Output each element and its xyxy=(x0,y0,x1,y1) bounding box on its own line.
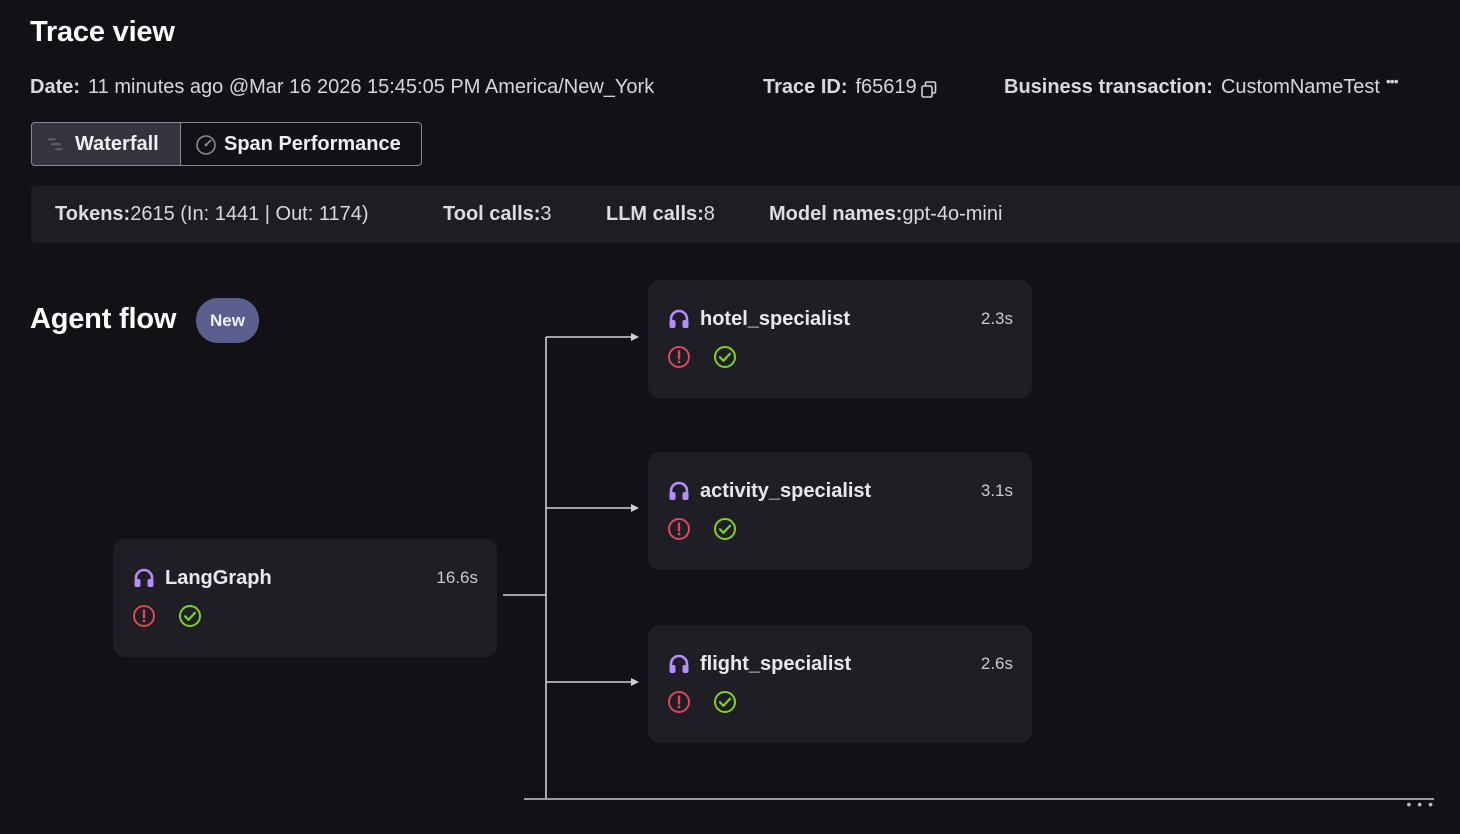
tokens-stat: Tokens:2615 (In: 1441 | Out: 1174) xyxy=(55,203,369,226)
agent-node-name: activity_specialist xyxy=(700,480,872,502)
agent-node-duration: 2.6s xyxy=(980,654,1013,673)
tool-calls-stat: Tool calls:3 xyxy=(443,203,552,226)
agent-node-activity-specialist[interactable]: activity_specialist 3.1s xyxy=(648,452,1032,570)
error-alert-icon xyxy=(667,345,691,369)
tool-calls-value: 3 xyxy=(540,203,552,225)
agent-node-name: LangGraph xyxy=(165,567,272,589)
business-label: Business transaction: xyxy=(1004,76,1213,98)
arrow-head-icon xyxy=(631,504,639,512)
success-check-icon xyxy=(178,604,202,628)
tab-span-performance[interactable]: Span Performance xyxy=(181,123,421,165)
agent-flow-title: Agent flow xyxy=(30,303,177,335)
waterfall-icon xyxy=(46,134,66,154)
model-names-stat: Model names:gpt-4o-mini xyxy=(769,203,1002,226)
llm-calls-label: LLM calls: xyxy=(606,203,704,225)
model-names-value: gpt-4o-mini xyxy=(902,203,1003,225)
success-check-icon xyxy=(713,690,737,714)
agent-node-duration: 16.6s xyxy=(436,568,478,587)
trace-id: Trace ID: f65619 xyxy=(763,76,937,99)
tab-span-performance-label: Span Performance xyxy=(224,132,401,155)
business-value: CustomNameTest xyxy=(1220,76,1380,98)
agent-headset-icon xyxy=(133,568,155,590)
trace-id-value: f65619 xyxy=(855,76,917,98)
horizontal-scrollbar[interactable] xyxy=(524,798,1434,800)
view-tabs: Waterfall Span Performance xyxy=(31,122,422,166)
success-check-icon xyxy=(713,345,737,369)
tool-calls-label: Tool calls: xyxy=(443,203,541,225)
agent-node-hotel-specialist[interactable]: hotel_specialist 2.3s xyxy=(648,280,1032,398)
agent-node-name: flight_specialist xyxy=(700,653,852,675)
date-value: 11 minutes ago @Mar 16 2026 15:45:05 PM … xyxy=(88,76,655,98)
agent-headset-icon xyxy=(668,481,690,503)
more-options-icon[interactable]: ••• xyxy=(1385,72,1399,89)
business-transaction: Business transaction: CustomNameTest ••• xyxy=(1004,72,1399,99)
llm-calls-stat: LLM calls:8 xyxy=(606,203,715,226)
agent-headset-icon xyxy=(668,654,690,676)
resize-handle-icon[interactable]: • • • xyxy=(1406,796,1434,812)
page-title: Trace view xyxy=(30,16,175,48)
tab-waterfall-label: Waterfall xyxy=(75,132,159,155)
date-label: Date: xyxy=(30,76,81,98)
tokens-label: Tokens: xyxy=(55,203,131,225)
arrow-head-icon xyxy=(631,333,639,341)
gauge-icon xyxy=(195,134,216,155)
success-check-icon xyxy=(713,517,737,541)
trace-stats-bar: Tokens:2615 (In: 1441 | Out: 1174) Tool … xyxy=(31,186,1460,243)
arrow-head-icon xyxy=(631,678,639,686)
tokens-value: 2615 (In: 1441 | Out: 1174) xyxy=(130,203,369,225)
new-badge: New xyxy=(196,298,259,343)
error-alert-icon xyxy=(667,690,691,714)
model-names-label: Model names: xyxy=(769,203,903,225)
agent-headset-icon xyxy=(668,309,690,331)
tab-waterfall[interactable]: Waterfall xyxy=(32,123,181,165)
error-alert-icon xyxy=(132,604,156,628)
llm-calls-value: 8 xyxy=(703,203,715,225)
error-alert-icon xyxy=(667,517,691,541)
agent-node-name: hotel_specialist xyxy=(700,308,851,330)
trace-date: Date: 11 minutes ago @Mar 16 2026 15:45:… xyxy=(30,76,654,99)
copy-icon[interactable] xyxy=(920,80,937,99)
agent-node-langgraph[interactable]: LangGraph 16.6s xyxy=(113,539,497,657)
agent-node-flight-specialist[interactable]: flight_specialist 2.6s xyxy=(648,625,1032,743)
agent-node-duration: 2.3s xyxy=(980,309,1013,328)
trace-id-label: Trace ID: xyxy=(763,76,848,98)
agent-node-duration: 3.1s xyxy=(980,481,1013,500)
